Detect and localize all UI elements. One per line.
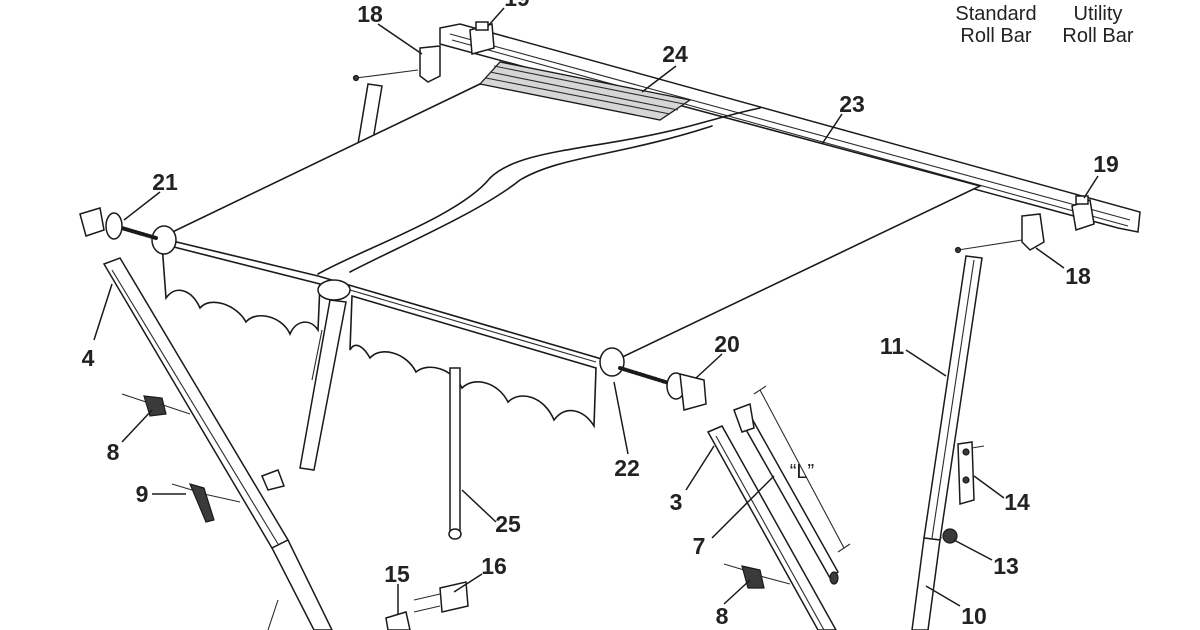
sleeve-left (151, 225, 177, 255)
callout-10: 10 (961, 603, 987, 629)
front-arm-right (706, 425, 837, 630)
front-arm-left (102, 257, 333, 630)
rear-arm-right (911, 255, 983, 630)
awning-rail (439, 23, 1141, 233)
callout-8-bottom: 8 (716, 603, 729, 629)
roller-end-left (79, 207, 158, 240)
callout-18-left: 18 (357, 1, 383, 27)
callout-22: 22 (614, 455, 640, 481)
standard-roll-bar-line2: Roll Bar (960, 25, 1031, 47)
bracket-8-left (121, 393, 191, 417)
callout-23: 23 (839, 91, 865, 117)
callout-13: 13 (993, 553, 1019, 579)
callout-25: 25 (495, 511, 521, 537)
leader-lines (93, 7, 1099, 614)
lever-9 (171, 483, 241, 523)
bracket-14 (957, 441, 985, 505)
sleeve-right (599, 347, 625, 377)
rear-bottom-bracket (261, 469, 285, 491)
valance-right (349, 289, 597, 429)
roller-end-right (618, 366, 707, 411)
dimension-L (753, 385, 851, 553)
bracket-8-bottom (723, 563, 791, 589)
callout-24: 24 (662, 41, 688, 67)
callout-18-right: 18 (1065, 263, 1091, 289)
valance-left (161, 242, 321, 336)
rail-bracket-left (469, 21, 495, 55)
utility-roll-bar-line2: Roll Bar (1062, 25, 1133, 47)
sleeve-middle (317, 279, 351, 301)
top-bracket-left (352, 45, 441, 83)
callout-15: 15 (384, 561, 410, 587)
callout-20: 20 (714, 331, 740, 357)
center-support-pole (448, 367, 462, 540)
callout-4: 4 (82, 345, 95, 371)
dimension-L-label: “L” (790, 461, 814, 483)
awning-fabric (157, 61, 983, 363)
callout-19-top: 19 (504, 0, 530, 11)
top-bracket-right (954, 213, 1045, 254)
callout-19-right: 19 (1093, 151, 1119, 177)
bracket-16 (413, 581, 469, 613)
callout-16: 16 (481, 553, 507, 579)
callout-3: 3 (670, 489, 683, 515)
standard-roll-bar-line1: Standard (955, 3, 1036, 25)
callout-8-left: 8 (107, 439, 120, 465)
callout-21: 21 (152, 169, 178, 195)
callout-7: 7 (693, 533, 706, 559)
callout-9: 9 (136, 481, 149, 507)
rail-bracket-right (1071, 195, 1095, 231)
callout-14: 14 (1004, 489, 1030, 515)
rear-arm-left (299, 83, 383, 471)
callout-11: 11 (880, 333, 905, 359)
bracket-15 (385, 611, 411, 630)
rafter-arm (733, 402, 839, 585)
knob-13 (940, 528, 958, 544)
utility-roll-bar-line1: Utility (1074, 3, 1123, 25)
